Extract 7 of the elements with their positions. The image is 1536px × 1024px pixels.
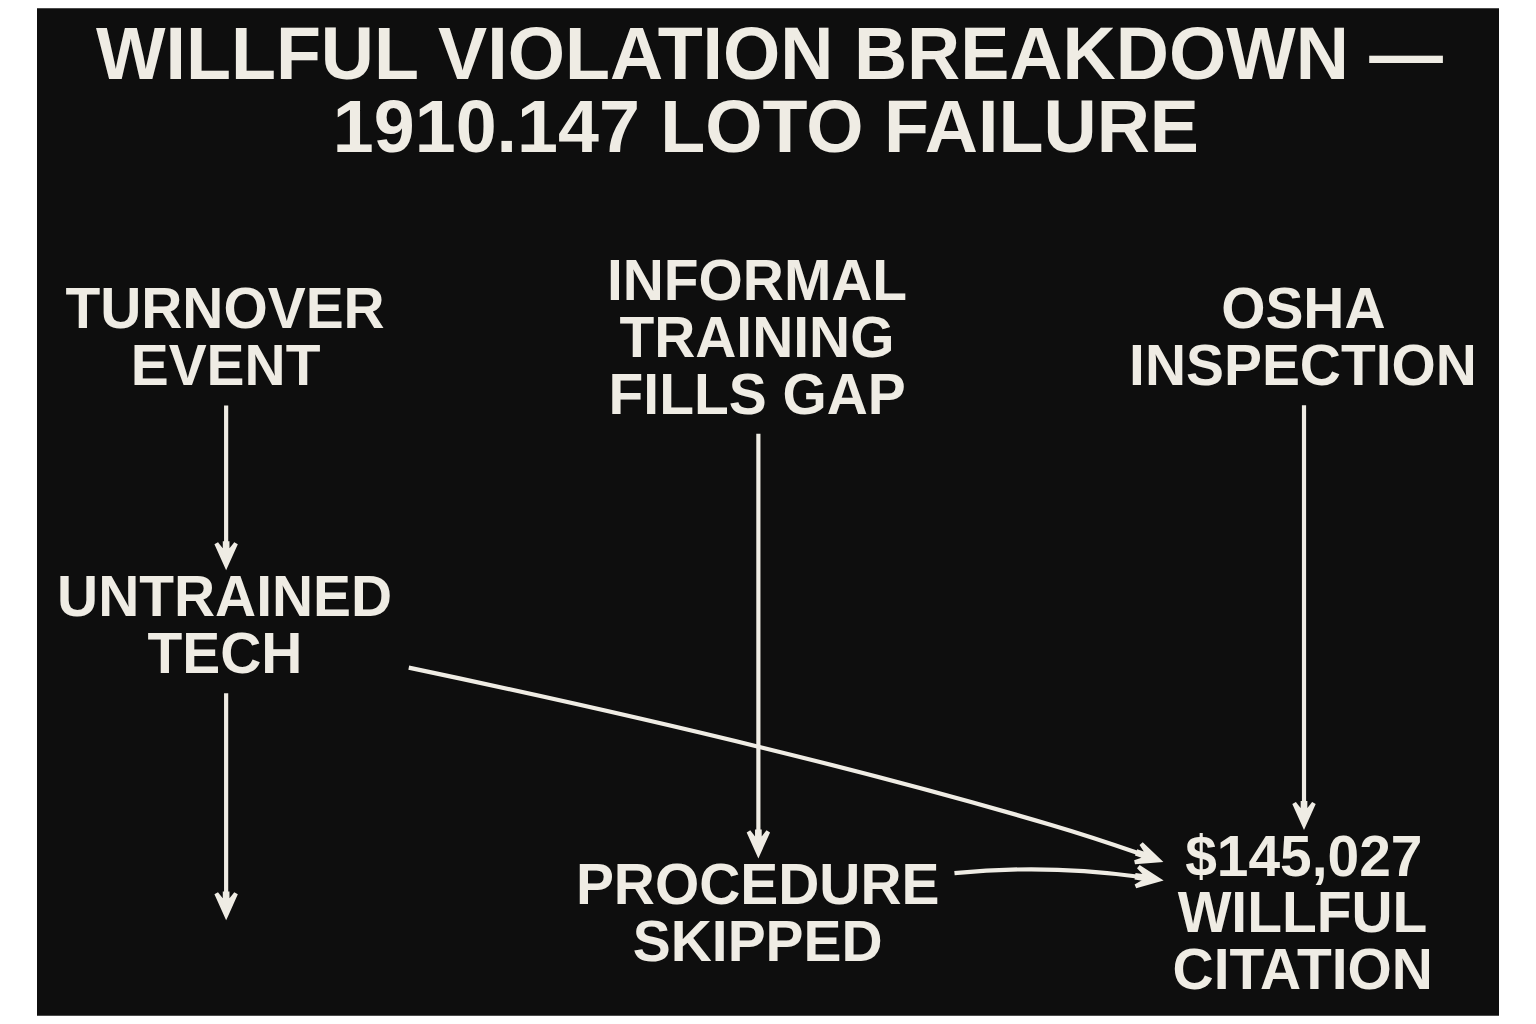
- diagram-title: WILLFUL VIOLATION BREAKDOWN — 1910.147 LOTO FAILURE: [96, 11, 1443, 169]
- node-text: TURNOVER EVENT: [65, 276, 385, 398]
- node-text: UNTRAINED TECH: [57, 564, 393, 686]
- node-text: $145,027 WILLFUL CITATION: [1172, 823, 1433, 1002]
- node-text: INFORMAL TRAINING FILLS GAP: [606, 247, 908, 426]
- node-text: OSHA INSPECTION: [1129, 276, 1477, 398]
- node-text: PROCEDURE SKIPPED: [575, 851, 940, 973]
